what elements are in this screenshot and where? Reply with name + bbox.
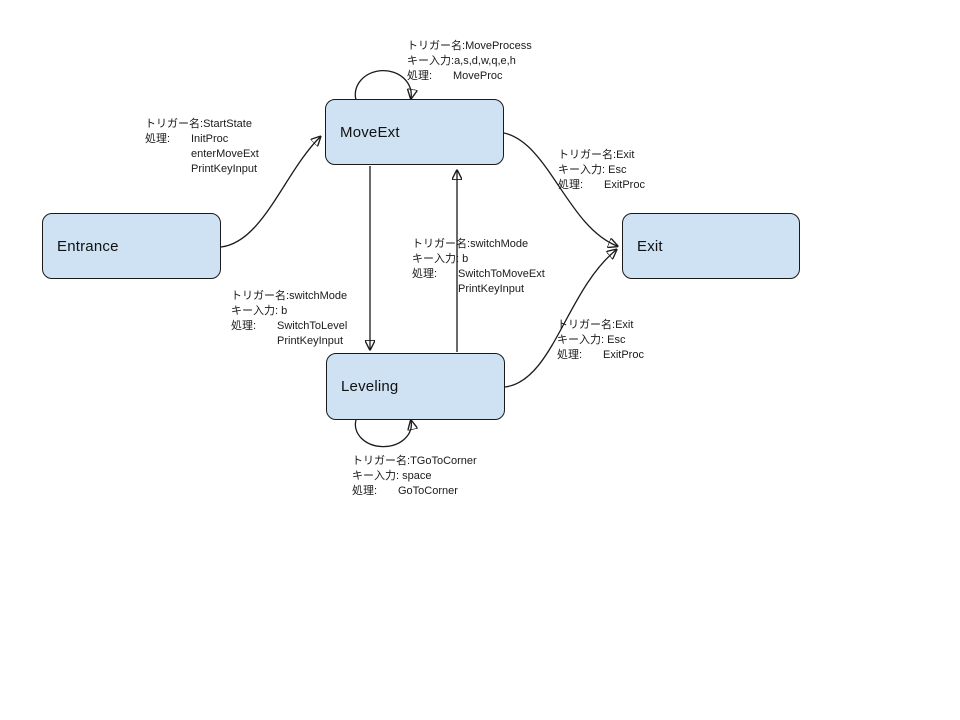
edge-label-tgotocorner: トリガー名:TGoToCorner キー入力: space 処理:GoToCorne… [352,454,477,499]
state-exit-label: Exit [637,237,663,255]
edge-label-line: キー入力: Esc [558,164,627,176]
edge-label-line: トリガー名:switchMode [231,290,348,302]
edge-moveext-to-exit [503,132,617,246]
edge-leveling-to-exit [504,250,616,388]
edge-moveext-self-loop [354,69,411,100]
edge-label-line: 処理:ExitProc [558,179,645,191]
edge-label-line: 処理:ExitProc [557,349,644,361]
edge-label-moveprocess: トリガー名:MoveProcess キー入力:a,s,d,w,q,e,h 処理:Mo… [407,39,532,84]
edge-label-line: トリガー名:Exit [558,149,635,161]
edge-label-line: enterMoveExt [191,148,259,160]
edge-label-line: 処理:GoToCorner [352,485,458,497]
state-exit: Exit [622,213,800,279]
edge-label-line: キー入力:a,s,d,w,q,e,h [407,55,516,67]
state-entrance-label: Entrance [57,237,119,255]
edge-label-line: キー入力: Esc [557,334,626,346]
edge-label-line: トリガー名:MoveProcess [407,40,532,52]
edge-label-line: PrintKeyInput [191,163,258,175]
edge-label-line: PrintKeyInput [458,283,525,295]
edge-label-line: トリガー名:switchMode [412,238,529,250]
edge-entrance-to-moveext [220,137,320,248]
edge-label-exit-top: トリガー名:Exit キー入力: Esc 処理:ExitProc [558,148,645,193]
state-moveext-label: MoveExt [340,123,400,141]
edge-label-exit-bottom: トリガー名:Exit キー入力: Esc 処理:ExitProc [557,318,644,363]
state-leveling: Leveling [326,353,505,420]
edge-label-line: PrintKeyInput [277,335,344,347]
edge-label-line: トリガー名:Exit [557,319,634,331]
edge-label-line: 処理:InitProc [145,133,229,145]
edge-label-line: トリガー名:TGoToCorner [352,455,477,467]
state-leveling-label: Leveling [341,378,399,395]
edge-leveling-self-loop [354,420,411,448]
edge-label-switchmode-center: トリガー名:switchMode キー入力: b 処理:SwitchToMoveEx… [412,237,545,297]
edge-label-line: 処理:SwitchToLevel [231,320,348,332]
edge-label-line: キー入力: b [231,305,288,317]
edge-label-line: キー入力: space [352,470,432,482]
edge-label-line: 処理:SwitchToMoveExt [412,268,545,280]
state-moveext: MoveExt [325,99,504,165]
edge-label-line: 処理:MoveProc [407,70,503,82]
edge-label-line: キー入力: b [412,253,469,265]
edge-label-line: トリガー名:StartState [145,118,252,130]
state-entrance: Entrance [42,213,221,279]
